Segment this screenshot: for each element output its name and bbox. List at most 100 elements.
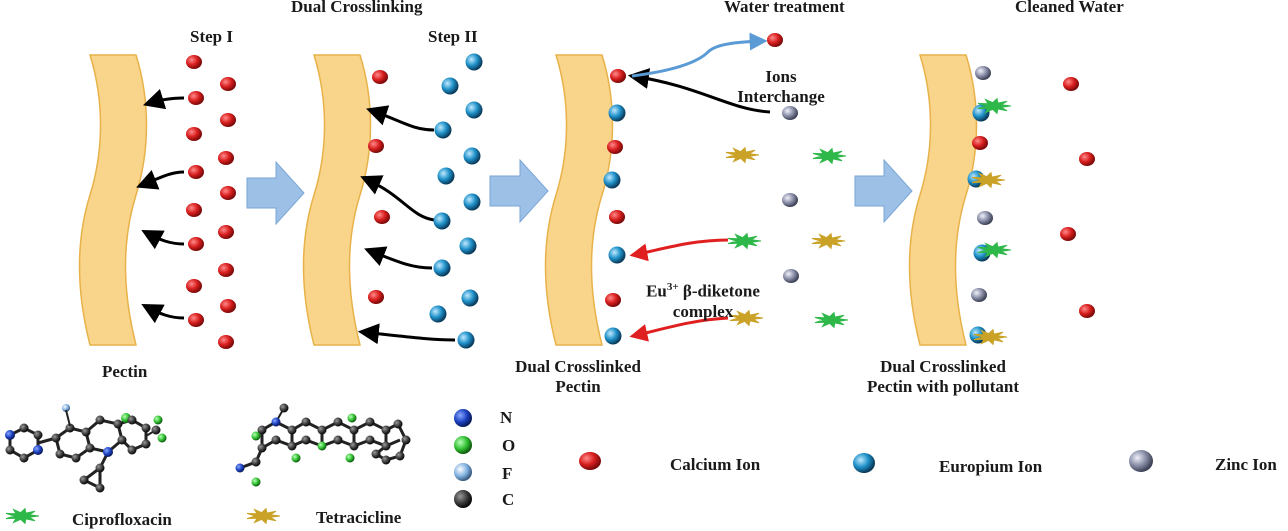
atom-n-sphere [454,409,472,427]
label-ions-line2: Interchange [737,87,825,106]
europium-ion [433,212,451,230]
zinc-ion [782,106,798,120]
label-complex-prefix: Eu [646,281,667,301]
heading-dual-crosslinking: Dual Crosslinking [291,0,423,16]
europium-ion [434,121,452,139]
europium-ion [604,327,622,345]
legend-ciprofloxacin: Ciprofloxacin [72,510,172,529]
label-with-pollutant-line1: Dual Crosslinked [880,357,1006,376]
ciprofloxacin-molecule [977,97,1012,115]
pollutants-layer [725,97,1012,346]
calcium-ion [605,293,621,307]
calcium-ion [188,313,204,327]
atom-legend-c: C [502,490,515,509]
calcium-ion [609,210,625,224]
heading-cleaned-water: Cleaned Water [1015,0,1124,16]
calcium-ion [372,70,388,84]
europium-ion [461,289,479,307]
label-complex-sup: 3+ [666,281,679,293]
europium-ion [608,246,626,264]
label-ions-line1: Ions [765,67,797,86]
tetracycline-molecule [729,309,764,327]
calcium-ion [218,225,234,239]
ciprofloxacin-molecule [5,507,40,525]
pectin-strip-2 [302,54,372,346]
calcium-ion [368,290,384,304]
step2-arrows [357,105,456,345]
label-dual-crosslinked-pectin: Dual Crosslinked Pectin [498,357,658,397]
calcium-ion [1079,304,1095,318]
ciprofloxacin-molecule [727,232,762,250]
atom-f-sphere [454,463,472,481]
label-dual-crosslinked-line1: Dual Crosslinked [515,357,641,376]
label-pectin-with-pollutant: Dual Crosslinked Pectin with pollutant [848,357,1038,397]
calcium-ion [220,113,236,127]
complex-red-arrow-top [629,238,729,262]
europium-ion [459,237,477,255]
zinc-ion [975,66,991,80]
legend-tetracycline: Tetracicline [316,508,402,527]
atom-legend-f: F [502,464,513,483]
tetracycline-molecule [973,328,1008,346]
label-with-pollutant-line2: Pectin with pollutant [866,377,1020,396]
europium-ion [463,193,481,211]
heading-water-treatment: Water treatment [724,0,845,16]
calcium-ion [220,299,236,313]
ciprofloxacin-legend-icon [5,507,40,525]
step1-arrows [136,89,185,324]
block-arrow-1 [246,160,305,226]
europium-ion [463,147,481,165]
calcium-ion [610,69,626,83]
label-dual-crosslinked-line2: Pectin [555,377,601,396]
ciprofloxacin-molecule [977,241,1012,259]
tetracycline-legend-icon [246,507,281,525]
pectin-strip-3 [544,54,614,346]
label-eu-complex: Eu3+ β-diketone complex [628,277,778,322]
calcium-ion [220,186,236,200]
calcium-ion-legend-icon [579,452,601,470]
calcium-ion [220,77,236,91]
calcium-ion [186,127,202,141]
calcium-ion [218,263,234,277]
pectin-strip-4 [908,54,978,346]
pectin-strip-1 [78,54,148,346]
calcium-ion [188,165,204,179]
label-complex-suffix: β-diketone [678,281,760,301]
europium-ion [465,53,483,71]
europium-ion [429,305,447,323]
atom-legend-n: N [500,408,513,427]
tetracycline-molecule [811,232,846,250]
europium-ion [457,331,475,349]
tetracycline-molecule [971,171,1006,189]
block-arrow-2 [489,158,549,224]
legend-calcium-ion: Calcium Ion [670,455,761,474]
calcium-ion [188,237,204,251]
ciprofloxacin-molecule [812,147,847,165]
calcium-ion [374,210,390,224]
calcium-ion [218,151,234,165]
europium-ion [465,101,483,119]
calcium-ion [767,33,783,47]
zinc-ion [971,288,987,302]
tetracycline-molecule [725,146,760,164]
tetracycline-molecule [246,507,281,525]
calcium-ion [186,203,202,217]
calcium-ion [1060,227,1076,241]
europium-ion [437,167,455,185]
label-step-2: Step II [428,27,478,46]
europium-ion-legend-icon [853,453,875,473]
zinc-ion [782,193,798,207]
calcium-ion [186,279,202,293]
calcium-ion [1063,77,1079,91]
calcium-ion [972,136,988,150]
calcium-ion [1079,152,1095,166]
atom-legend-o: O [502,436,516,455]
atom-c-sphere [454,490,472,508]
ion-release-blue-arrow [631,32,768,78]
ions-layer [186,33,1095,349]
label-step-1: Step I [190,27,233,46]
calcium-ion [186,55,202,69]
label-pectin: Pectin [102,362,148,381]
legend-europium-ion: Europium Ion [939,457,1043,476]
zinc-ion-legend-icon [1129,450,1153,472]
